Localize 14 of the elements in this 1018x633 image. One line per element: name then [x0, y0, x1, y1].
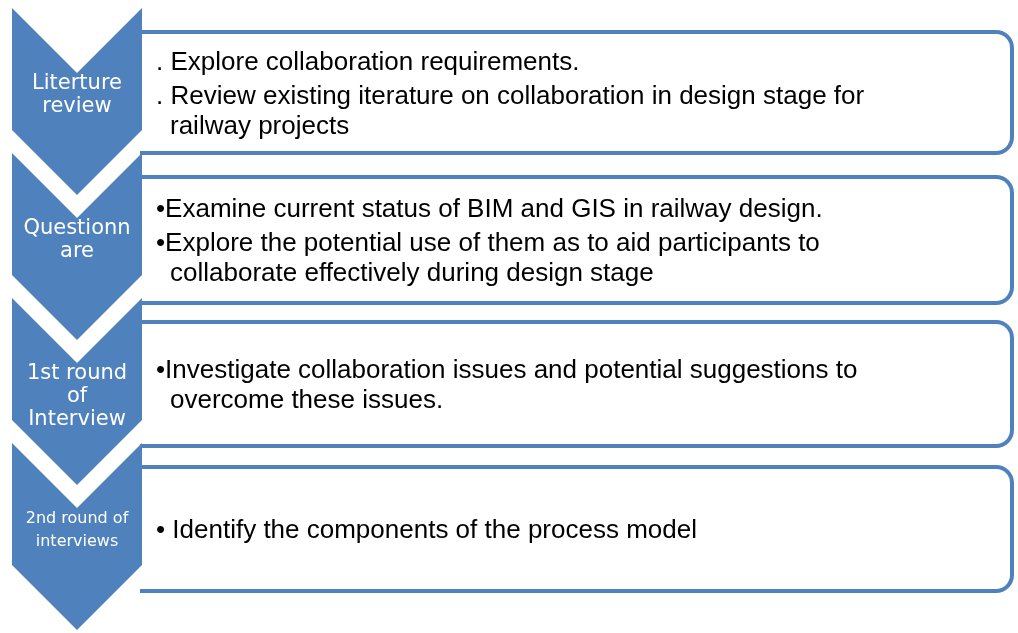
text-box	[140, 175, 1014, 305]
bullet-text: •Examine current status of BIM and GIS in railway design.	[156, 193, 824, 223]
bullet-text: •Investigate collaboration issues and potential suggestions to overcome these issues.	[156, 354, 859, 414]
text-box	[140, 465, 1014, 593]
bullet-text: •Explore the potential use of them as to aid participants to collaborate effectively during design stage	[156, 227, 821, 287]
stage-label: 2nd round of interviews	[24, 507, 130, 552]
stage-label: Questionn are	[22, 216, 132, 262]
text-box	[140, 30, 1014, 155]
bullet-text: . Review existing iterature on collaboration in design stage for railway projects	[156, 79, 866, 140]
bullet-text: . Explore collaboration requirements.	[156, 45, 581, 76]
text-box	[140, 320, 1014, 448]
stage-label: 1st round of Interview	[25, 361, 129, 430]
bullet-text: • Identify the components of the process model	[156, 514, 698, 544]
stage-label: Literture review	[31, 71, 123, 117]
